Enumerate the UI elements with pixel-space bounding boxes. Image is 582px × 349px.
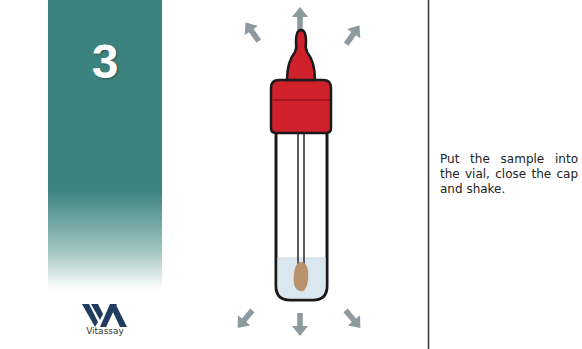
instruction-text: Put the sample into the vial, close the … <box>440 152 578 197</box>
divider-line <box>428 0 430 349</box>
step-band: 3 <box>48 0 162 290</box>
vitassay-logo <box>82 304 127 327</box>
brand-name: Vitassay <box>60 326 150 337</box>
shake-arrows <box>232 7 367 336</box>
step-number: 3 <box>48 34 162 90</box>
vial <box>271 30 331 300</box>
